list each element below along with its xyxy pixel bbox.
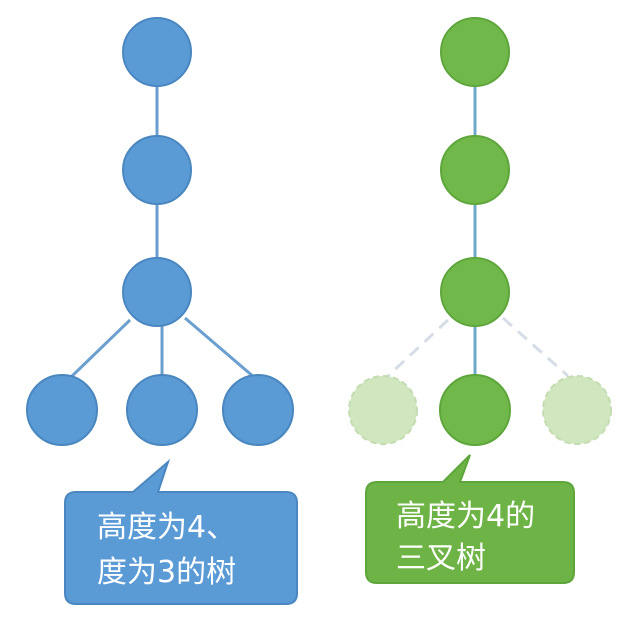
left-node-level1 [122, 17, 192, 87]
left-node-level3 [122, 257, 192, 327]
right-ghost-edge-left [386, 318, 450, 378]
left-node-level2 [122, 135, 192, 205]
right-node-level4 [439, 374, 511, 446]
left-tree [26, 17, 294, 446]
right-node-level2 [440, 135, 510, 205]
right-tree [348, 17, 612, 446]
left-edge-3-4c [184, 316, 256, 380]
left-node-level4-b [126, 374, 198, 446]
right-ghost-node-left [348, 375, 418, 445]
right-ghost-node-right [542, 375, 612, 445]
left-node-level4-a [26, 374, 98, 446]
right-callout-line1: 高度为4的 [396, 499, 535, 534]
left-callout: 高度为4、 度为3的树 [64, 458, 298, 605]
right-callout-shape [365, 454, 575, 584]
right-ghost-edge-right [502, 316, 569, 378]
right-node-level1 [440, 17, 510, 87]
right-node-level3 [440, 257, 510, 327]
left-edge-3-4a [68, 318, 132, 380]
right-callout-line2: 三叉树 [396, 541, 486, 576]
right-callout: 高度为4的 三叉树 [365, 454, 575, 584]
left-callout-shape [64, 458, 298, 605]
left-callout-line2: 度为3的树 [97, 555, 236, 590]
left-callout-line1: 高度为4、 [97, 510, 236, 545]
left-node-level4-c [222, 374, 294, 446]
